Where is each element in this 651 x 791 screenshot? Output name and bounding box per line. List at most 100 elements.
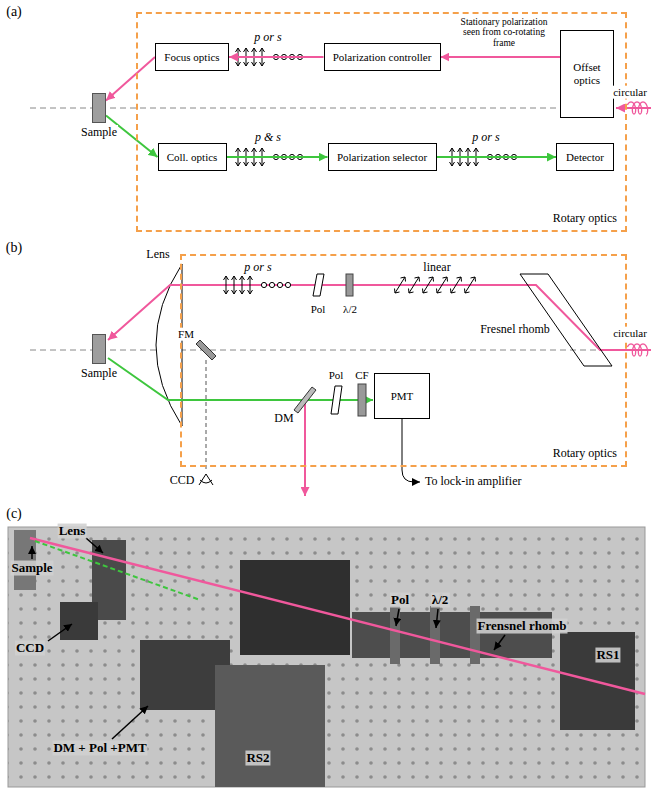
box-label: PMT xyxy=(391,390,414,403)
leader-line xyxy=(86,538,103,553)
photo-label: RS1 xyxy=(595,648,620,663)
component-label: Pol xyxy=(310,303,327,316)
polarizer xyxy=(313,274,324,296)
p-polarization-symbol xyxy=(232,276,237,294)
panel-label: (a) xyxy=(5,4,23,20)
signal-wire xyxy=(402,419,420,482)
box-label: Polarization selector xyxy=(337,151,427,164)
beam-arrow xyxy=(441,56,561,58)
leader-line xyxy=(396,609,399,626)
optics-box: Coll. optics xyxy=(158,143,227,171)
photo-label: CCD xyxy=(15,641,45,656)
panel-label: (c) xyxy=(5,506,23,522)
eye-symbol xyxy=(199,474,213,485)
optics-box: Polarization selector xyxy=(328,143,437,171)
leader-line xyxy=(494,635,505,650)
linear-polarization-symbol xyxy=(423,277,434,293)
tube-ring xyxy=(430,606,440,664)
optics-box: Polarization controller xyxy=(324,43,441,71)
excitation-beam xyxy=(108,285,651,350)
s-polarization-symbol xyxy=(285,282,290,287)
optical-table xyxy=(8,527,645,787)
photo-label: λ/2 xyxy=(431,593,450,608)
box-label: Polarization controller xyxy=(333,51,432,64)
tube-ring xyxy=(470,606,480,664)
view-line xyxy=(206,360,207,470)
p-polarization-symbol xyxy=(224,276,229,294)
circular-polarization-symbol xyxy=(627,102,647,114)
beam-arrow xyxy=(227,156,328,158)
ccd-camera xyxy=(60,602,98,640)
linear-polarization-symbol xyxy=(451,277,462,293)
sample-label: Sample xyxy=(80,125,118,140)
signal-label: To lock-in amplifier xyxy=(424,475,522,489)
s-polarization-symbol xyxy=(261,282,266,287)
polarization-label: p or s xyxy=(243,261,272,275)
half-wave-plate xyxy=(346,274,353,296)
sample-label: Sample xyxy=(80,366,118,381)
signal-beam xyxy=(35,541,200,600)
component-label: λ/2 xyxy=(342,303,358,316)
fresnel-rhomb xyxy=(520,274,612,366)
photo-label: RS2 xyxy=(245,751,270,766)
box-label: Focus optics xyxy=(164,51,219,64)
setup-photo xyxy=(8,527,645,787)
polarization-label: circular xyxy=(612,86,648,99)
leader-line xyxy=(48,624,72,641)
component-label: Pol xyxy=(328,369,345,382)
panel-a-drawing xyxy=(30,108,651,109)
component-label: Fresnel rhomb xyxy=(479,323,551,337)
s-polarization-symbol xyxy=(269,282,274,287)
component-label: DM xyxy=(273,412,294,426)
polarization-label: circular xyxy=(612,327,648,340)
photo-label: Sample xyxy=(10,561,53,576)
tube-ring xyxy=(390,606,400,664)
beam-arrow xyxy=(437,156,557,158)
p-polarization-symbol xyxy=(248,276,253,294)
leader-line xyxy=(31,546,33,559)
sample-plate: Sample xyxy=(92,93,106,123)
laser-beam xyxy=(30,538,645,694)
pmt-box: PMT xyxy=(374,373,430,419)
optical-axis xyxy=(30,108,556,109)
region-title: Rotary optics xyxy=(553,211,617,226)
panel-b-drawing xyxy=(30,264,651,496)
optical-axis xyxy=(30,350,598,351)
region-title: Rotary optics xyxy=(553,446,617,461)
rotation-stage xyxy=(215,665,325,787)
component-label: Lens xyxy=(145,248,170,262)
optics-tube xyxy=(352,612,552,658)
lens xyxy=(156,264,182,426)
rotary-mount xyxy=(240,560,350,655)
photo-label: Frensnel rhomb xyxy=(477,619,568,634)
s-polarization-symbol xyxy=(277,282,282,287)
leader-line xyxy=(112,706,148,739)
circular-polarization-symbol xyxy=(627,344,647,356)
photo-label: DM + Pol +PMT xyxy=(52,741,147,756)
box-label: Coll. optics xyxy=(167,151,218,164)
beam-arrow xyxy=(106,57,155,101)
leader-line xyxy=(436,609,438,628)
dichroic-mirror xyxy=(294,387,316,413)
sample-plate: Sample xyxy=(92,334,106,364)
linear-polarization-symbol xyxy=(465,277,476,293)
input-beam xyxy=(616,107,651,109)
signal-beam xyxy=(108,358,373,400)
rotary-optics-region: Rotary optics Focus optics Polarization co… xyxy=(136,12,627,232)
linear-polarization-symbol xyxy=(409,277,420,293)
rejected-beam xyxy=(304,402,306,496)
box-label: Detector xyxy=(566,151,604,164)
annotation: Stationary polarization seen from co-rot… xyxy=(450,17,558,48)
component-label: CF xyxy=(354,369,369,382)
optics-box: Focus optics xyxy=(155,43,229,71)
detector-box: Detector xyxy=(556,143,614,171)
polarization-label: p or s xyxy=(253,31,282,45)
polarization-label: p or s xyxy=(471,131,500,145)
photo-label: Pol xyxy=(390,593,410,608)
flip-mirror xyxy=(196,340,216,360)
linear-polarization-symbol xyxy=(395,277,406,293)
beam-arrow xyxy=(229,56,324,58)
box-label: Offset optics xyxy=(568,61,606,86)
p-polarization-symbol xyxy=(240,276,245,294)
